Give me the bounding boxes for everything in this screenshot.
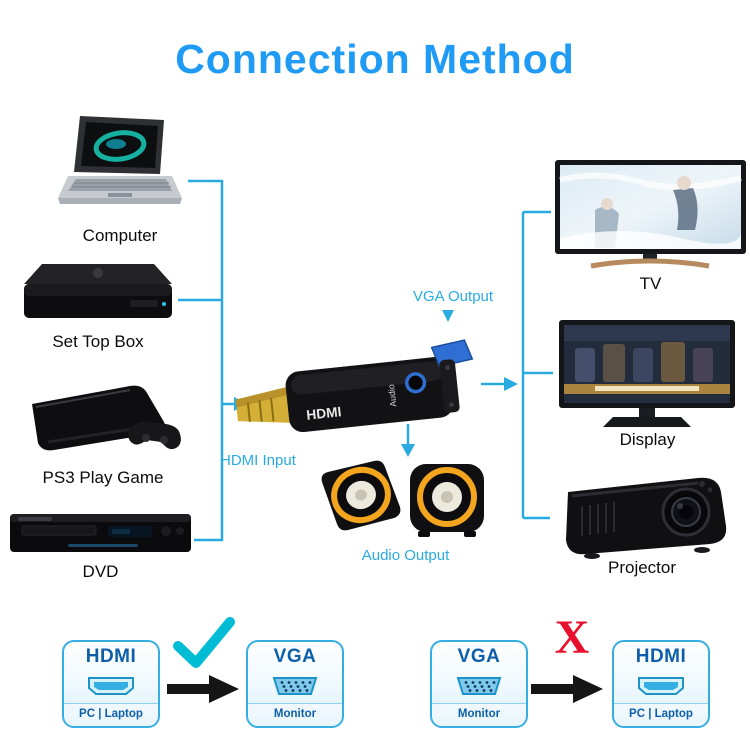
device-label-set-top-box: Set Top Box <box>52 332 144 351</box>
vga-output-label: VGA Output <box>413 288 494 305</box>
hdmi-port-icon <box>636 668 686 703</box>
device-set-top-box <box>18 260 178 330</box>
projector-icon <box>566 477 727 559</box>
device-projector <box>552 462 732 562</box>
device-tv <box>553 158 748 280</box>
adapter-hdmi-text: HDMI <box>306 404 342 423</box>
monitor-icon <box>559 320 735 427</box>
check-icon <box>173 617 235 668</box>
vga-box-subtitle: Monitor <box>432 703 526 726</box>
hdmi-monitor-box: HDMI PC | Laptop <box>612 640 710 728</box>
audio-speakers <box>312 452 492 544</box>
vga-box-title: VGA <box>457 646 501 667</box>
vga-source-box: VGA Monitor <box>430 640 528 728</box>
adapter-image: HDMI Audio <box>235 339 474 433</box>
hdmi-box-subtitle: PC | Laptop <box>64 703 158 726</box>
arrow-to-displays-icon <box>504 377 518 391</box>
vga-box-subtitle: Monitor <box>248 703 342 726</box>
hdmi-box-title: HDMI <box>85 646 137 667</box>
hdmi-port-icon <box>86 668 136 703</box>
cross-icon: X <box>554 611 590 664</box>
device-display <box>555 318 740 433</box>
speakers-icon <box>321 460 484 537</box>
device-dvd <box>8 506 193 561</box>
vga-box-title: VGA <box>273 646 317 667</box>
vga-monitor-box: VGA Monitor <box>246 640 344 728</box>
hdmi-source-box: HDMI PC | Laptop <box>62 640 160 728</box>
device-computer <box>50 116 190 216</box>
arrow-right-icon <box>167 675 239 703</box>
adapter-audio-text: Audio <box>386 384 398 408</box>
device-label-display: Display <box>619 430 676 449</box>
tv-icon <box>555 160 746 269</box>
device-label-projector: Projector <box>607 558 677 577</box>
device-ps3 <box>18 366 188 466</box>
vga-port-icon <box>270 668 320 703</box>
vga-output-pointer-icon <box>442 310 454 322</box>
hdmi-to-vga-adapter: HDMI Audio <box>228 330 486 438</box>
page-title: Connection Method <box>175 36 575 82</box>
hdmi-box-subtitle: PC | Laptop <box>614 703 708 726</box>
dvd-player-icon <box>10 514 191 552</box>
arrow-right-icon <box>531 675 603 703</box>
device-label-dvd: DVD <box>82 562 119 581</box>
hdmi-box-title: HDMI <box>635 646 687 667</box>
set-top-box-icon <box>24 264 172 318</box>
vga-port-icon <box>454 668 504 703</box>
ps3-console-icon <box>32 385 181 451</box>
device-label-computer: Computer <box>82 226 158 245</box>
audio-output-label: Audio Output <box>361 547 450 564</box>
device-label-ps3: PS3 Play Game <box>42 468 164 487</box>
device-label-tv: TV <box>639 274 662 293</box>
laptop-icon <box>58 116 182 204</box>
hdmi-input-label: HDMI Input <box>220 452 296 469</box>
